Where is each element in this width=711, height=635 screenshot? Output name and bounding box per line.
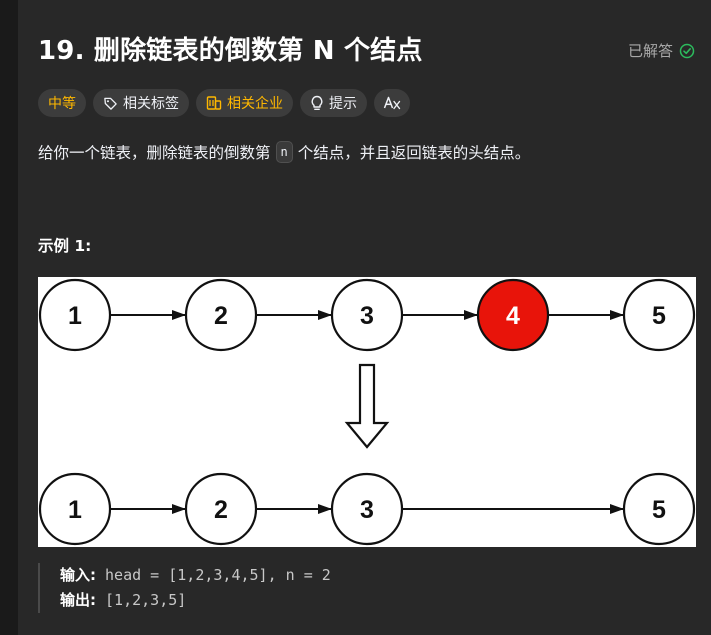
list-node-circle bbox=[38, 472, 112, 546]
hint-button[interactable]: 提示 bbox=[300, 89, 367, 117]
list-node-circle bbox=[622, 278, 696, 352]
solved-status: 已解答 bbox=[628, 40, 695, 61]
list-node-value: 2 bbox=[214, 302, 228, 330]
example-diagram: 1 2 3 4 5 1 2 3 5 bbox=[38, 277, 696, 547]
down-arrow-icon bbox=[344, 363, 390, 449]
difficulty-label: 中等 bbox=[48, 96, 76, 112]
list-node-value: 4 bbox=[506, 302, 520, 330]
difficulty-badge[interactable]: 中等 bbox=[38, 89, 86, 117]
list-node-value: 3 bbox=[360, 302, 374, 330]
check-circle-icon bbox=[679, 43, 695, 58]
problem-description: 给你一个链表，删除链表的倒数第 n 个结点，并且返回链表的头结点。 bbox=[38, 141, 530, 163]
hint-label: 提示 bbox=[329, 96, 357, 112]
related-companies-label: 相关企业 bbox=[227, 96, 283, 112]
related-companies-button[interactable]: 相关企业 bbox=[196, 89, 293, 117]
list-node-value: 2 bbox=[214, 496, 228, 524]
problem-description-panel: 19. 删除链表的倒数第 N 个结点 已解答 中等 相关标签 相关企业 bbox=[18, 0, 711, 635]
related-tags-label: 相关标签 bbox=[123, 96, 179, 112]
list-node-circle bbox=[38, 278, 112, 352]
list-node-value: 1 bbox=[68, 302, 82, 330]
list-node-circle bbox=[184, 278, 258, 352]
list-before-removal: 1 2 3 4 5 bbox=[38, 278, 696, 352]
translate-button[interactable] bbox=[374, 89, 410, 117]
list-after-removal: 1 2 3 5 bbox=[38, 472, 696, 546]
building-icon bbox=[206, 96, 222, 110]
list-node-circle bbox=[330, 472, 404, 546]
example-output-line: 输出: [1,2,3,5] bbox=[60, 588, 331, 613]
output-label: 输出: bbox=[60, 591, 96, 609]
example-io-block: 输入: head = [1,2,3,4,5], n = 2 输出: [1,2,3… bbox=[38, 563, 331, 613]
list-node-value: 3 bbox=[360, 496, 374, 524]
linked-list-diagram: 1 2 3 4 5 1 2 3 5 bbox=[38, 278, 696, 546]
list-node-circle bbox=[622, 472, 696, 546]
list-node-value: 5 bbox=[652, 496, 666, 524]
solved-status-label: 已解答 bbox=[627, 42, 673, 60]
problem-title[interactable]: 19. 删除链表的倒数第 N 个结点 bbox=[38, 36, 423, 66]
tag-bar: 中等 相关标签 相关企业 提示 bbox=[38, 89, 410, 117]
input-value: head = [1,2,3,4,5], n = 2 bbox=[105, 566, 331, 584]
input-label: 输入: bbox=[60, 566, 96, 584]
list-node-circle bbox=[330, 278, 404, 352]
related-tags-button[interactable]: 相关标签 bbox=[93, 89, 189, 117]
description-text-end: 个结点，并且返回链表的头结点。 bbox=[297, 144, 531, 162]
output-value: [1,2,3,5] bbox=[105, 591, 187, 609]
description-text-start: 给你一个链表，删除链表的倒数第 bbox=[38, 144, 271, 162]
list-node-circle bbox=[184, 472, 258, 546]
example-title: 示例 1: bbox=[38, 237, 92, 255]
example-input-line: 输入: head = [1,2,3,4,5], n = 2 bbox=[60, 563, 331, 588]
tag-icon bbox=[104, 97, 117, 110]
lightbulb-icon bbox=[311, 95, 323, 111]
inline-code-n: n bbox=[275, 141, 293, 163]
list-node-circle bbox=[476, 278, 550, 352]
translate-icon bbox=[383, 96, 401, 110]
list-node-value: 5 bbox=[652, 302, 666, 330]
list-node-value: 1 bbox=[68, 496, 82, 524]
